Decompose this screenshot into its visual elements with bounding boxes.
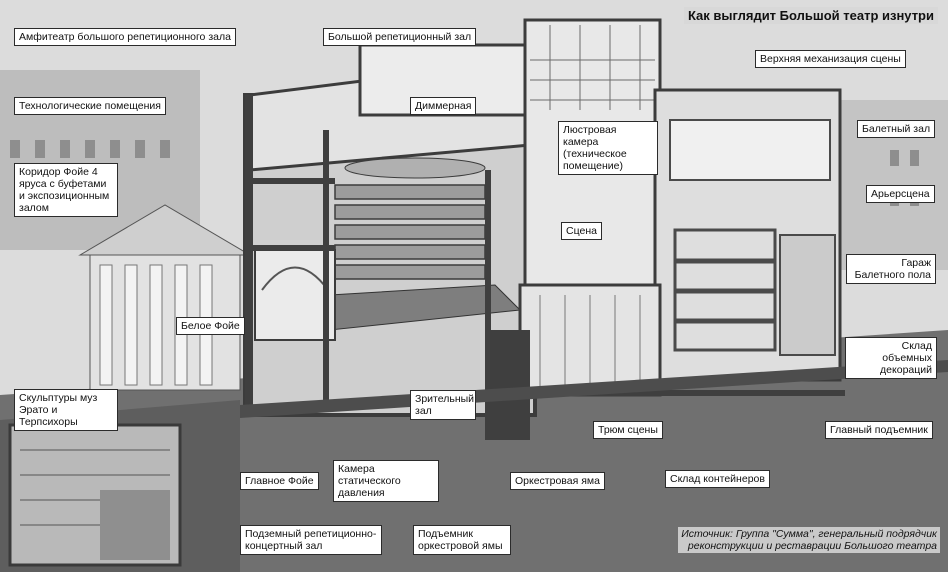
label-stage: Сцена (561, 222, 602, 240)
label-back-stage: Арьерсцена (866, 185, 935, 203)
source-line-2: реконструкции и реставрации Большого теа… (687, 540, 937, 552)
label-underground-concert-hall: Подземный репетиционно-концертный зал (240, 525, 382, 555)
label-container-store: Склад контейнеров (665, 470, 770, 488)
label-orchestra-pit-lift: Подъемник оркестровой ямы (413, 525, 511, 555)
label-static-pressure-chamber: Камера статического давления (333, 460, 439, 502)
label-auditorium: Зрительный зал (410, 390, 476, 420)
label-technical-rooms: Технологические помещения (14, 97, 166, 115)
label-ballet-floor-garage: Гараж Балетного пола (846, 254, 936, 284)
label-volume-scenery-store: Склад объемных декораций (845, 337, 937, 379)
source-line-1: Источник: Группа "Сумма", генеральный по… (681, 528, 937, 540)
label-upper-stage-machinery: Верхняя механизация сцены (755, 50, 906, 68)
label-big-rehearsal-hall: Большой репетиционный зал (323, 28, 477, 46)
label-chandelier-chamber: Люстровая камера (техническое помещение) (558, 121, 658, 175)
source-note: Источник: Группа "Сумма", генеральный по… (678, 527, 940, 553)
label-amphitheater: Амфитеатр большого репетиционного зала (14, 28, 236, 46)
label-stage-hold: Трюм сцены (593, 421, 663, 439)
label-foyer-corridor: Коридор Фойе 4 яруса с буфетами и экспоз… (14, 163, 118, 217)
label-dimmer-room: Диммерная (410, 97, 477, 115)
label-muses-sculptures: Скульптуры муз Эрато и Терпсихоры (14, 389, 118, 431)
label-white-foyer: Белое Фойе (176, 317, 245, 335)
label-main-lift: Главный подъемник (825, 421, 933, 439)
figure-title: Как выглядит Большой театр изнутри (683, 7, 938, 24)
label-ballet-hall: Балетный зал (857, 120, 936, 138)
label-main-foyer: Главное Фойе (240, 472, 319, 490)
label-orchestra-pit: Оркестровая яма (510, 472, 605, 490)
